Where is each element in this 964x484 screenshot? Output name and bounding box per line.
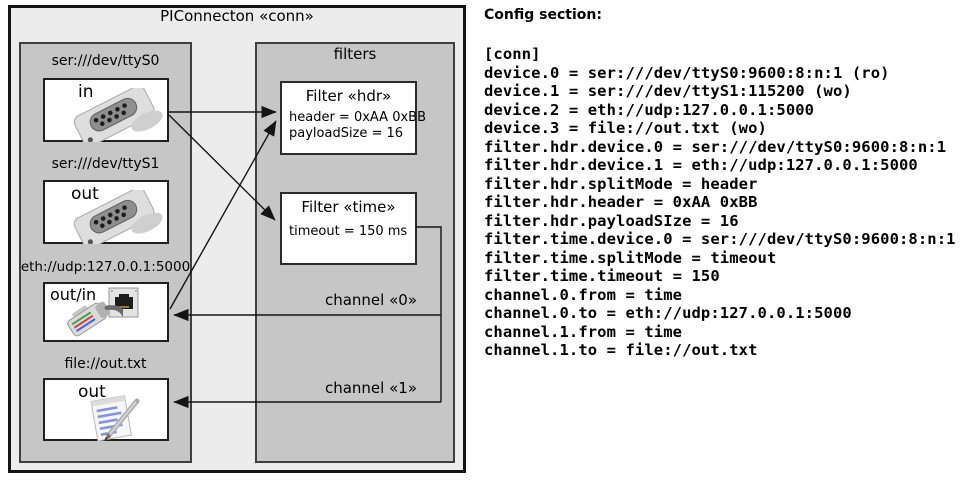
config-text: [conn] device.0 = ser:///dev/ttyS0:9600:… [484, 45, 956, 359]
channel-1-label: channel «1» [324, 379, 417, 397]
device-port-label: out [71, 184, 99, 204]
channel-0-label: channel «0» [324, 291, 417, 309]
filter-hdr-attr-payload: payloadSize = 16 [289, 126, 404, 141]
filter-time-box: Filter «time» timeout = 150 ms [280, 192, 417, 265]
config-section-heading: Config section: [484, 7, 602, 23]
filter-hdr-attr-header: header = 0xAA 0xBB [289, 110, 427, 125]
device-port-label: out/in [50, 285, 97, 304]
filter-time-title: Filter «time» [301, 198, 396, 216]
ethernet-jack-icon [108, 287, 139, 318]
device-box-file: out [43, 378, 169, 441]
device-box-ttyS0: in [43, 78, 169, 142]
device-label-eth: eth://udp:127.0.0.1:5000 [20, 259, 191, 275]
serial-db9-icon [73, 190, 163, 244]
device-label-file: file://out.txt [64, 356, 147, 372]
ethernet-cable-icon [67, 301, 123, 337]
device-port-label: out [78, 382, 106, 402]
serial-db9-icon [73, 88, 163, 142]
device-box-ttyS1: out [43, 180, 169, 244]
device-label-ttyS1: ser:///dev/ttyS1 [51, 156, 160, 172]
device-port-label: in [78, 82, 94, 102]
device-label-ttyS0: ser:///dev/ttyS0 [51, 53, 160, 69]
notepad-pencil-icon [90, 395, 140, 441]
filters-panel-title: filters [333, 45, 377, 63]
device-box-eth: out/in [43, 282, 169, 342]
filter-hdr-box: Filter «hdr» header = 0xAA 0xBB payloadS… [280, 81, 426, 155]
filter-hdr-title: Filter «hdr» [305, 87, 392, 105]
filter-time-attr-timeout: timeout = 150 ms [289, 224, 408, 239]
diagram-title: PIConnecton «conn» [160, 7, 314, 25]
